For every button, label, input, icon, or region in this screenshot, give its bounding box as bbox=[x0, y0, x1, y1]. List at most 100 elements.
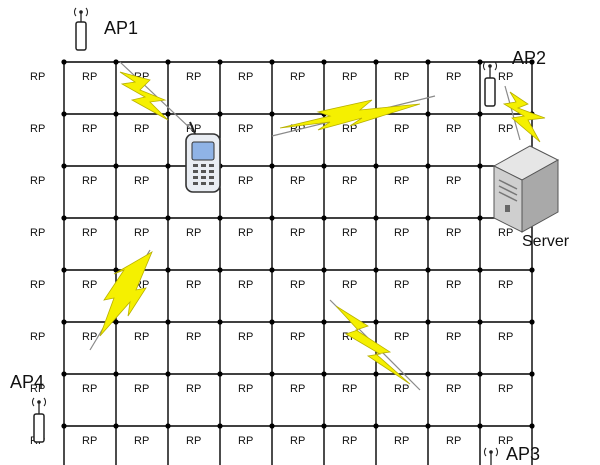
grid-node bbox=[477, 163, 483, 169]
antenna-icon bbox=[484, 447, 498, 465]
grid-node bbox=[217, 215, 223, 221]
rp-label: RP bbox=[394, 279, 409, 291]
rp-label: RP bbox=[186, 227, 201, 239]
grid-node bbox=[425, 423, 431, 429]
rp-label: RP bbox=[30, 71, 45, 83]
rp-label: RP bbox=[342, 227, 357, 239]
signal-link-ap1 bbox=[119, 61, 193, 131]
rp-label: RP bbox=[30, 175, 45, 187]
rp-label: RP bbox=[342, 71, 357, 83]
rp-label: RP bbox=[446, 71, 461, 83]
rp-label: RP bbox=[394, 435, 409, 447]
grid-node bbox=[477, 371, 483, 377]
rp-label: RP bbox=[238, 175, 253, 187]
rp-label: RP bbox=[238, 435, 253, 447]
rp-label: RP bbox=[134, 383, 149, 395]
grid-node bbox=[217, 423, 223, 429]
rp-label: RP bbox=[290, 175, 305, 187]
grid-node bbox=[425, 319, 431, 325]
grid-node bbox=[529, 423, 535, 429]
grid-node bbox=[477, 319, 483, 325]
rp-label: RP bbox=[290, 435, 305, 447]
rp-label: RP bbox=[82, 435, 97, 447]
rp-label: RP bbox=[134, 331, 149, 343]
grid-node bbox=[373, 423, 379, 429]
grid-node bbox=[269, 319, 275, 325]
grid-node bbox=[425, 59, 431, 65]
rp-label: RP bbox=[446, 435, 461, 447]
grid-node bbox=[269, 111, 275, 117]
rp-label: RP bbox=[30, 227, 45, 239]
grid-node bbox=[269, 371, 275, 377]
rp-label: RP bbox=[342, 123, 357, 135]
grid-node bbox=[529, 59, 535, 65]
rp-label: RP bbox=[238, 383, 253, 395]
grid-node bbox=[165, 215, 171, 221]
grid-nodes bbox=[61, 59, 535, 429]
signal-link-ap2 bbox=[502, 85, 546, 143]
rp-label: RP bbox=[498, 279, 513, 291]
grid-node bbox=[269, 267, 275, 273]
grid-node bbox=[165, 319, 171, 325]
grid-node bbox=[165, 111, 171, 117]
rp-label: RP bbox=[134, 175, 149, 187]
grid-node bbox=[477, 59, 483, 65]
grid-node bbox=[113, 267, 119, 273]
server-icon bbox=[492, 145, 560, 233]
grid-node bbox=[373, 59, 379, 65]
rp-label: RP bbox=[82, 227, 97, 239]
grid-node bbox=[321, 163, 327, 169]
grid-node bbox=[113, 371, 119, 377]
rp-label: RP bbox=[446, 279, 461, 291]
rp-label: RP bbox=[446, 175, 461, 187]
rp-label: RP bbox=[446, 383, 461, 395]
rp-label: RP bbox=[446, 123, 461, 135]
rp-label: RP bbox=[238, 123, 253, 135]
grid-node bbox=[269, 163, 275, 169]
grid-node bbox=[165, 371, 171, 377]
rp-label: RP bbox=[290, 331, 305, 343]
rp-label: RP bbox=[30, 383, 45, 395]
rp-label: RP bbox=[342, 279, 357, 291]
grid-node bbox=[113, 423, 119, 429]
grid-node bbox=[61, 319, 67, 325]
ap-label: AP2 bbox=[512, 48, 546, 68]
grid-node bbox=[529, 267, 535, 273]
rp-label: RP bbox=[394, 227, 409, 239]
grid-node bbox=[425, 163, 431, 169]
rp-label: RP bbox=[290, 227, 305, 239]
rp-label: RP bbox=[82, 383, 97, 395]
ap1-node: AP1 bbox=[74, 7, 138, 51]
rp-label: RP bbox=[342, 435, 357, 447]
grid-node bbox=[61, 163, 67, 169]
rp-label: RP bbox=[498, 383, 513, 395]
grid-node bbox=[269, 59, 275, 65]
grid-lines bbox=[63, 61, 533, 465]
grid-node bbox=[113, 319, 119, 325]
grid-node bbox=[529, 319, 535, 325]
grid-node bbox=[113, 111, 119, 117]
rp-label: RP bbox=[186, 383, 201, 395]
grid-node bbox=[373, 163, 379, 169]
rp-label: RP bbox=[498, 227, 513, 239]
grid-node bbox=[61, 111, 67, 117]
grid-node bbox=[113, 215, 119, 221]
rp-label: RP bbox=[498, 123, 513, 135]
grid-node bbox=[113, 163, 119, 169]
grid-node bbox=[217, 111, 223, 117]
rp-label: RP bbox=[186, 71, 201, 83]
grid-node bbox=[477, 215, 483, 221]
grid-node bbox=[321, 371, 327, 377]
grid-node bbox=[477, 267, 483, 273]
rp-label: RP bbox=[134, 123, 149, 135]
rp-label: RP bbox=[394, 175, 409, 187]
grid-node bbox=[269, 215, 275, 221]
rp-label: RP bbox=[342, 383, 357, 395]
rp-label: RP bbox=[394, 123, 409, 135]
rp-label: RP bbox=[394, 383, 409, 395]
rp-label: RP bbox=[446, 227, 461, 239]
rp-label: RP bbox=[498, 331, 513, 343]
rp-labels: RP RP RP RP RP RP RP RP RP RP RP RP RP RP RP RP RP RP RP RP… bbox=[30, 71, 513, 447]
ap-label: AP3 bbox=[506, 444, 540, 464]
